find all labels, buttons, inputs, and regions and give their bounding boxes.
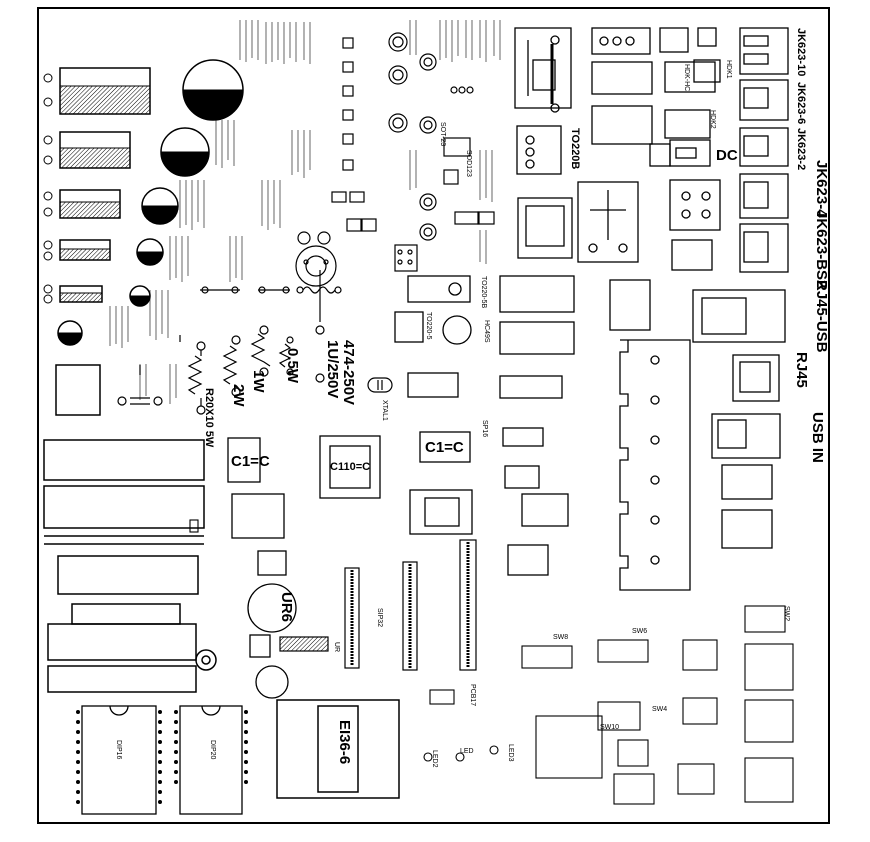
label-usb-in: USB IN [809,412,826,463]
electrolytic-cap-group [43,59,244,346]
label-c1c-b: C1=C [425,439,464,456]
label-led: LED [460,748,474,755]
label-cap-1u: 1U/250V [324,340,341,399]
label-ur6: UR6 [278,592,295,623]
label-sw6: SW6 [632,628,648,635]
board-outline [37,7,830,824]
label-c110c: C110=C [330,461,371,473]
label-jk623-4: JK623-4 [813,160,830,218]
label-res-1w: 1W [250,370,267,393]
label-sip32: SIP32 [376,608,383,628]
dip-ics [81,705,243,815]
small-smd-parts [331,191,495,272]
ei-transformer [276,699,400,799]
relay-bridge-block [517,179,721,271]
label-hdk-hc: HDK-HC [683,64,690,92]
relay-modules [499,275,651,576]
label-jk623-10: JK623-10 [795,28,807,77]
label-jk623-6: JK623-6 [795,82,807,125]
label-hc49s: HC49S [483,320,490,343]
label-rj45: RJ45 [793,352,810,388]
label-sw10: SW10 [600,724,620,731]
passive-components [117,231,342,415]
label-sot23: SOT-23 [439,122,446,147]
crystal-xtal [367,377,393,393]
label-sw2: SW2 [783,606,790,622]
left-heat-sinks [43,364,217,693]
label-dc: DC [716,147,738,164]
label-res-2w: 2W [230,384,247,407]
label-sp16: SP16 [481,420,488,438]
led-parts [189,519,499,762]
label-pcb17: PCB17 [469,684,476,707]
rj45-connectors [692,289,786,549]
to220-group [514,27,721,175]
label-to220-5: TO220-5 [425,312,432,340]
label-led2: LED2 [431,750,438,768]
center-ics [227,431,473,699]
terminal-block-column [619,339,691,591]
label-jk623-bs2: JK623-BS2 [813,210,830,289]
label-rj45-usb: RJ45-USB [813,280,830,353]
label-dip16: DIP16 [115,740,122,760]
dip-pin-dots [76,710,248,804]
label-c1c-a: C1=C [231,453,270,470]
label-to220-5b: TO220-5B [480,276,487,309]
label-sw4: SW4 [652,706,668,713]
to92-transistor-column [342,32,474,241]
sip32-headers [279,539,477,671]
label-xtal: XTAL1 [381,400,388,421]
label-res-05w: 0.5W [284,348,301,384]
label-res-5w: R20X10 5W [203,388,215,448]
label-sod123: SOD123 [465,150,472,177]
label-dip20: DIP20 [209,740,216,760]
component-value-text [109,20,311,404]
label-cap-474: 474-250V [340,340,357,406]
label-to220b: TO220B [569,128,581,170]
to220-5-regulators [394,275,472,398]
jk623-jacks [739,27,789,273]
label-ur: UR [333,642,340,653]
label-hdk1: HDK1 [725,60,732,79]
middle-value-text [409,20,501,264]
label-led3: LED3 [507,744,514,762]
dip-switch-banks [521,605,794,805]
label-sw8: SW8 [553,634,569,641]
label-jk623-2: JK623-2 [795,128,807,171]
label-hdk2: HDK2 [709,110,716,129]
label-ei136: EI36-6 [336,720,353,765]
